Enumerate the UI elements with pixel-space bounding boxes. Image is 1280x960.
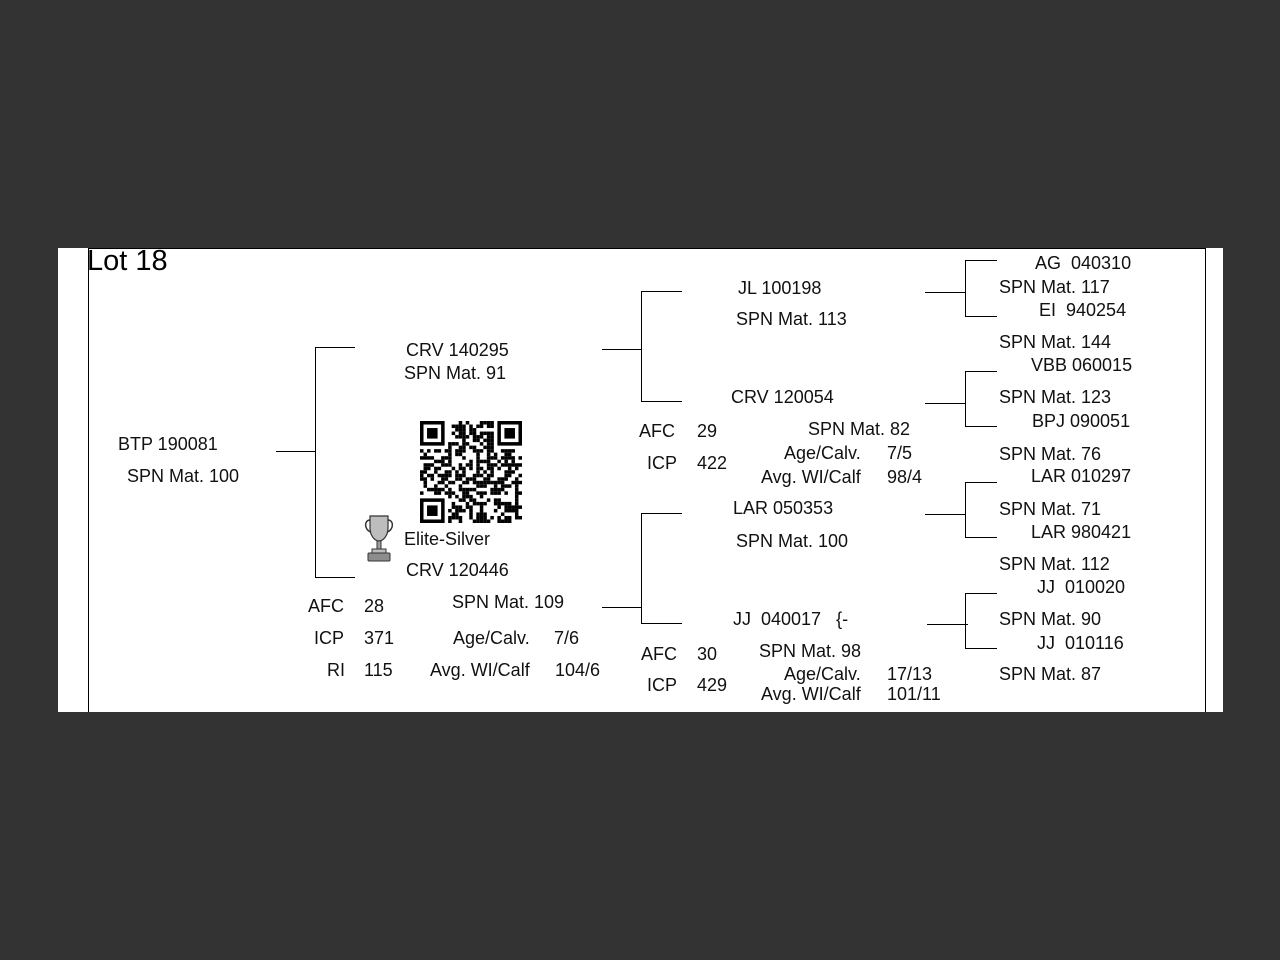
dam-dam-spn: SPN Mat. 98 (759, 641, 862, 661)
dam-dam-avg-value: 101/11 (887, 684, 941, 704)
ancestor-4-id: BPJ 090051 (1032, 411, 1131, 431)
sire-dam-icp-value: 422 (697, 453, 728, 473)
pedigree-sheet (58, 248, 1223, 712)
lot-title: Lot 18 (87, 245, 168, 277)
dam-afc-value: 28 (364, 596, 385, 616)
dam-avg-value: 104/6 (555, 660, 601, 680)
dam-icp-label: ICP (314, 628, 345, 648)
ancestor-4-spn: SPN Mat. 76 (999, 444, 1102, 464)
dam-id: CRV 120446 (406, 560, 509, 580)
animal-connector (276, 451, 316, 452)
sire-grandparents-bracket (641, 291, 642, 402)
animal-id: BTP 190081 (118, 434, 218, 454)
trophy-icon (364, 515, 394, 562)
dam-dam-connector (641, 623, 682, 624)
dam-ri-label: RI (327, 660, 345, 680)
gg1-bracket (965, 260, 966, 317)
sire-spn: SPN Mat. 91 (404, 363, 507, 383)
sire-sire-connector (641, 291, 682, 292)
dam-dam-age-label: Age/Calv. (784, 664, 861, 684)
dam-avg-label: Avg. WI/Calf (430, 660, 530, 680)
gg4-bracket (965, 593, 966, 649)
sire-out-connector (602, 349, 642, 350)
ancestor-1-spn: SPN Mat. 117 (999, 277, 1110, 297)
dam-age-label: Age/Calv. (453, 628, 530, 648)
gg3-top-connector (965, 482, 997, 483)
gg4-out-connector (927, 624, 968, 625)
dam-icp-value: 371 (364, 628, 395, 648)
gg2-bracket (965, 371, 966, 427)
gg1-out-connector (925, 292, 966, 293)
sheet-top-border (88, 248, 1205, 249)
ancestor-1-id: AG 040310 (1035, 253, 1132, 273)
gg4-bottom-connector (965, 648, 997, 649)
dam-out-connector (602, 607, 642, 608)
sheet-left-border (88, 248, 89, 712)
dam-ri-value: 115 (364, 660, 393, 680)
sheet-right-border (1205, 248, 1206, 712)
dam-dam-icp-value: 429 (697, 675, 728, 695)
gg2-bottom-connector (965, 426, 997, 427)
dam-grandparents-bracket (641, 513, 642, 624)
dam-award: Elite-Silver (404, 529, 491, 549)
dam-dam-age-value: 17/13 (887, 664, 933, 684)
sire-dam-id: CRV 120054 (731, 387, 834, 407)
gg3-out-connector (925, 514, 966, 515)
sire-dam-connector (641, 401, 682, 402)
ancestor-6-id: LAR 980421 (1031, 522, 1132, 542)
ancestor-8-spn: SPN Mat. 87 (999, 664, 1102, 684)
ancestor-3-spn: SPN Mat. 123 (999, 387, 1112, 407)
dam-dam-icp-label: ICP (647, 675, 678, 695)
ancestor-2-spn: SPN Mat. 144 (999, 332, 1112, 352)
sire-dam-icp-label: ICP (647, 453, 678, 473)
ancestor-5-id: LAR 010297 (1031, 466, 1132, 486)
dam-dam-afc-value: 30 (697, 644, 718, 664)
ancestor-6-spn: SPN Mat. 112 (999, 554, 1110, 574)
gg2-top-connector (965, 371, 997, 372)
ancestor-7-spn: SPN Mat. 90 (999, 609, 1102, 629)
gg2-out-connector (925, 403, 966, 404)
gg4-top-connector (965, 593, 997, 594)
dam-spn: SPN Mat. 109 (452, 592, 565, 612)
animal-spn: SPN Mat. 100 (127, 466, 240, 486)
ancestor-7-id: JJ 010020 (1037, 577, 1126, 597)
ancestor-3-id: VBB 060015 (1031, 355, 1133, 375)
gg3-bottom-connector (965, 537, 997, 538)
sire-dam-age-label: Age/Calv. (784, 443, 861, 463)
dam-afc-label: AFC (308, 596, 344, 616)
sire-sire-id: JL 100198 (738, 278, 822, 298)
dam-dam-afc-label: AFC (641, 644, 677, 664)
gg1-top-connector (965, 260, 997, 261)
qr-code-icon (420, 421, 522, 523)
sire-dam-age-value: 7/5 (887, 443, 913, 463)
gg3-bracket (965, 482, 966, 538)
sire-dam-afc-label: AFC (639, 421, 675, 441)
dam-age-value: 7/6 (554, 628, 580, 648)
dam-sire-spn: SPN Mat. 100 (736, 531, 849, 551)
parents-bracket (315, 347, 316, 578)
ancestor-8-id: JJ 010116 (1037, 633, 1124, 653)
sire-id: CRV 140295 (406, 340, 509, 360)
ancestor-5-spn: SPN Mat. 71 (999, 499, 1102, 519)
sire-dam-avg-label: Avg. WI/Calf (761, 467, 861, 487)
gg1-bottom-connector (965, 316, 997, 317)
sire-dam-afc-value: 29 (697, 421, 718, 441)
sire-dam-avg-value: 98/4 (887, 467, 923, 487)
sire-connector (315, 347, 355, 348)
dam-sire-id: LAR 050353 (733, 498, 834, 518)
ancestor-2-id: EI 940254 (1039, 300, 1127, 320)
dam-sire-connector (641, 513, 682, 514)
dam-connector (315, 577, 355, 578)
dam-dam-id: JJ 040017 {- (733, 609, 849, 629)
sire-sire-spn: SPN Mat. 113 (736, 309, 847, 329)
dam-dam-avg-label: Avg. WI/Calf (761, 684, 861, 704)
sire-dam-spn: SPN Mat. 82 (808, 419, 911, 439)
